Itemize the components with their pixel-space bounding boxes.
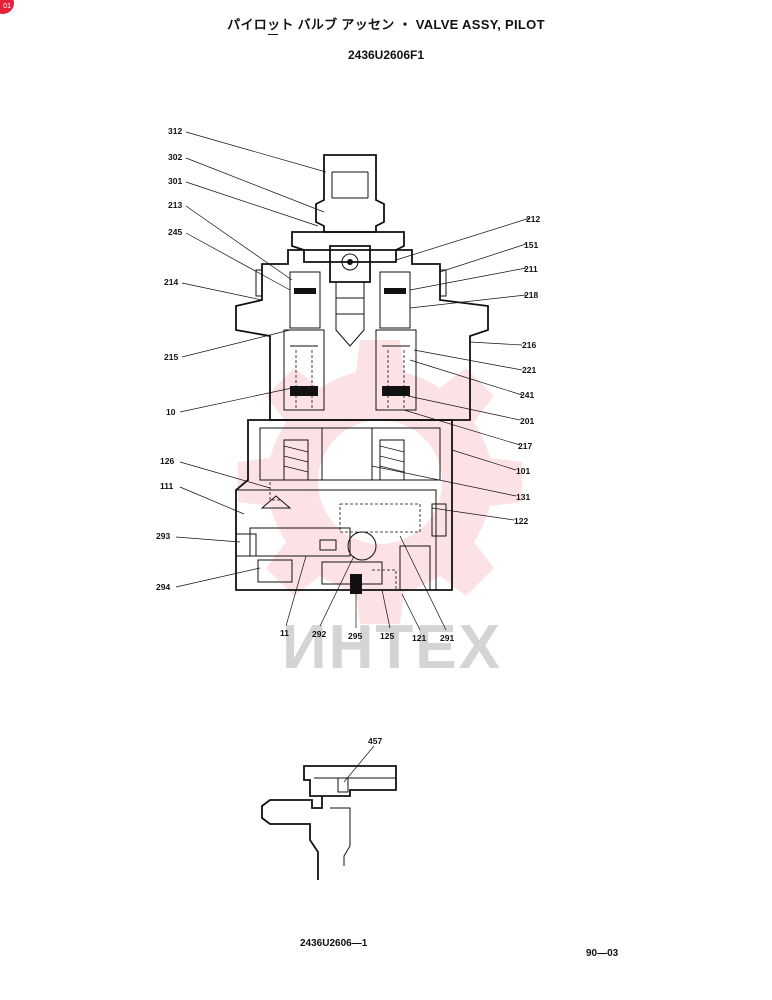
callout-215: 215 — [164, 352, 178, 362]
callout-218: 218 — [524, 290, 538, 300]
callout-101: 101 — [516, 466, 530, 476]
callout-245: 245 — [168, 227, 182, 237]
assembly-part-number: 2436U2606F1 — [347, 48, 425, 62]
leader-lines — [175, 131, 531, 631]
callout-312: 312 — [168, 126, 182, 136]
top-stem — [315, 154, 385, 233]
callout-121: 121 — [412, 633, 426, 643]
callout-125: 125 — [380, 631, 394, 641]
callout-294: 294 — [156, 582, 170, 592]
callout-213: 213 — [168, 200, 182, 210]
cam-plate — [291, 231, 405, 347]
callout-201: 201 — [520, 416, 534, 426]
callout-151: 151 — [524, 240, 538, 250]
callout-293: 293 — [156, 531, 170, 541]
lower-body — [235, 419, 453, 594]
title-underline — [268, 34, 278, 35]
drawing-number: 2436U2606—1 — [300, 938, 368, 949]
callout-211: 211 — [524, 264, 538, 274]
callout-302: 302 — [168, 152, 182, 162]
page-title: パイロット バルブ アッセン ・ VALVE ASSY, PILOT — [227, 17, 545, 32]
watermark-text: ИНТЕХ — [282, 613, 502, 682]
corner-badge: 01 — [0, 0, 14, 14]
callout-301: 301 — [168, 176, 182, 186]
callout-111: 111 — [160, 481, 174, 491]
callout-292: 292 — [312, 629, 326, 639]
detail-view-457: 457 — [261, 736, 397, 880]
callout-11: 11 — [280, 628, 289, 638]
page-number: 90—03 — [586, 948, 619, 959]
callout-291: 291 — [440, 633, 454, 643]
callout-241: 241 — [520, 390, 534, 400]
callout-216: 216 — [522, 340, 536, 350]
upper-casing — [235, 249, 489, 421]
callout-126: 126 — [160, 456, 174, 466]
callout-295: 295 — [348, 631, 362, 641]
callout-457: 457 — [368, 736, 382, 746]
callout-122: 122 — [514, 516, 528, 526]
callout-217: 217 — [518, 441, 532, 451]
callout-214: 214 — [164, 277, 178, 287]
callout-221: 221 — [522, 365, 536, 375]
callout-212: 212 — [526, 214, 540, 224]
callout-131: 131 — [516, 492, 530, 502]
callout-10: 10 — [166, 407, 176, 417]
